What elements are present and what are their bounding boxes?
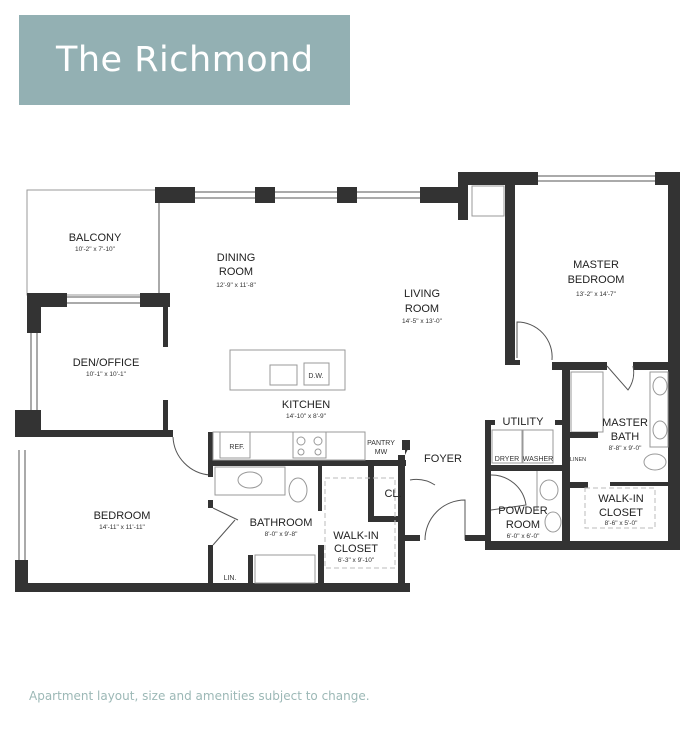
walls [15, 172, 680, 592]
microwave-label: MW [375, 449, 388, 456]
room-size: 8'-0" x 9'-8" [265, 531, 298, 538]
room-size: 10'-2" x 7'-10" [75, 246, 116, 253]
room-size: 6'-0" x 6'-0" [507, 533, 540, 540]
room-size: 14'-10" x 8'-9" [286, 413, 327, 420]
refrigerator-label: REF. [229, 444, 244, 451]
room-name: BATH [611, 431, 640, 443]
room-name: BEDROOM [568, 274, 625, 286]
room-balcony: BALCONY 10'-2" x 7'-10" [69, 232, 122, 253]
room-name: ROOM [506, 519, 540, 531]
dishwasher-label: D.W. [308, 373, 323, 380]
room-name: ROOM [405, 303, 439, 315]
room-master-bath: MASTER BATH 8'-8" x 9'-0" [602, 417, 648, 452]
room-size: 14'-5" x 13'-0" [402, 318, 443, 325]
room-name: KITCHEN [282, 399, 330, 411]
room-size: 13'-2" x 14'-7" [576, 291, 617, 298]
pantry-label: PANTRY [367, 440, 395, 447]
room-name: DINING [217, 252, 256, 264]
room-walkin-closet: WALK-IN CLOSET 6'-3" x 9'-10" [333, 530, 378, 564]
room-master-walkin: WALK-IN CLOSET 8'-6" x 5'-0" [598, 493, 643, 527]
washer-label: WASHER [523, 456, 553, 463]
room-living: LIVING ROOM 14'-5" x 13'-0" [402, 288, 443, 325]
room-size: 10'-1" x 10'-1" [86, 371, 127, 378]
disclaimer: Apartment layout, size and amenities sub… [29, 689, 370, 703]
room-name: POWDER [498, 505, 548, 517]
kitchen-island [229, 349, 346, 391]
room-name: BEDROOM [94, 510, 151, 522]
room-name: WALK-IN [598, 493, 643, 505]
room-size: 12'-9" x 11'-8" [216, 282, 256, 289]
room-name: WALK-IN [333, 530, 378, 542]
room-bathroom: BATHROOM 8'-0" x 9'-8" [250, 517, 313, 538]
linen-label: LINEN [570, 457, 586, 463]
room-size: 8'-6" x 5'-0" [605, 520, 638, 527]
room-name: CLOSET [334, 543, 378, 555]
room-utility: UTILITY [503, 416, 545, 428]
room-powder: POWDER ROOM 6'-0" x 6'-0" [498, 505, 548, 540]
room-name: LIVING [404, 288, 440, 300]
room-dining: DINING ROOM 12'-9" x 11'-8" [216, 252, 256, 289]
room-closet: CL. [384, 488, 401, 500]
title-banner: The Richmond [19, 15, 350, 105]
room-size: 14'-11" x 11'-11" [99, 524, 145, 531]
dryer-label: DRYER [495, 456, 519, 463]
page-title: The Richmond [56, 40, 314, 80]
room-name: CLOSET [599, 507, 643, 519]
room-name: MASTER [602, 417, 648, 429]
room-den: DEN/OFFICE 10'-1" x 10'-1" [73, 357, 140, 378]
room-master-bedroom: MASTER BEDROOM 13'-2" x 14'-7" [568, 259, 625, 298]
room-foyer: FOYER [424, 453, 462, 465]
room-name: DEN/OFFICE [73, 357, 140, 369]
room-bedroom: BEDROOM 14'-11" x 11'-11" [94, 510, 151, 531]
room-size: 6'-3" x 9'-10" [338, 557, 375, 564]
room-name: BATHROOM [250, 517, 313, 529]
room-name: BALCONY [69, 232, 122, 244]
room-name: ROOM [219, 266, 253, 278]
linen-closet-label: LIN. [224, 575, 237, 582]
room-name: MASTER [573, 259, 619, 271]
room-kitchen: KITCHEN 14'-10" x 8'-9" [282, 399, 330, 420]
room-size: 8'-8" x 9'-0" [609, 445, 642, 452]
